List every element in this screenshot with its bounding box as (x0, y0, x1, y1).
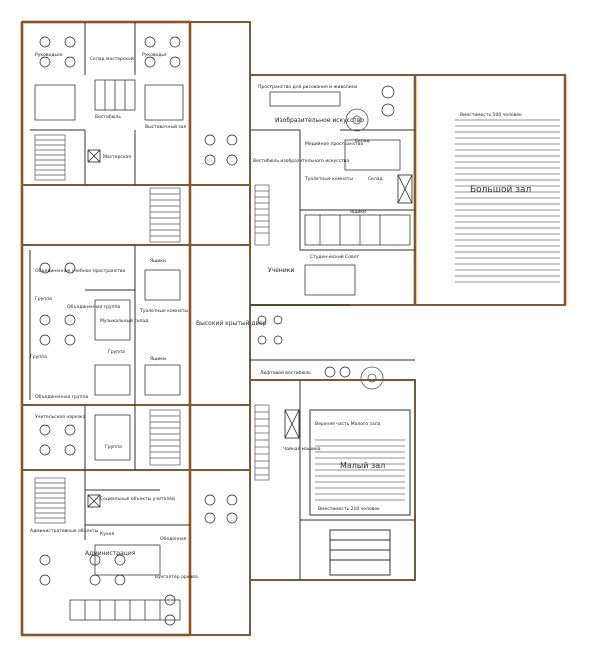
label-obedinennoe: Объединенное учебное пространство (35, 268, 126, 274)
label-yashchiki-3: Ящики (150, 356, 166, 362)
label-izobrazitelnoe: Изобразительное искусство (275, 117, 364, 124)
label-obedinennaya-gruppa-2: Объединенная группа (35, 394, 89, 400)
label-studencheskiy-sovet: Студенческий Совет (310, 253, 359, 260)
label-yashchiki-2: Ящики (150, 258, 166, 264)
label-muzykalny-sklad: Музыкальный склад (100, 317, 148, 324)
label-gruppa-3: Группа (30, 354, 47, 360)
label-vestibul-top: Вестибюль (95, 114, 121, 120)
label-sklad-1: Склад (355, 138, 370, 144)
label-administrativnye: Административные объекты (30, 528, 99, 534)
label-mediynaya: Медийное пространство (305, 140, 363, 147)
label-vysokiy-dvor: Высокий крытый двор (196, 320, 267, 327)
label-ucheniki: Ученики (268, 267, 294, 274)
label-bolshoy-zal: Большой зал (470, 185, 531, 195)
label-gruppa-2: Группа (108, 349, 125, 355)
structural-walls (21, 21, 566, 636)
label-prostranstvo: Пространство для рисования и живописи (258, 84, 357, 90)
spiral-stairs (345, 108, 384, 390)
label-vmestimost-malyy: Вместимость 210 человек (318, 506, 380, 512)
big-hall-seating (455, 119, 560, 283)
label-administraciya: Администрация (85, 550, 136, 557)
label-yashchiki-1: Ящики (350, 209, 366, 215)
elevators (87, 149, 413, 508)
label-obedennaya: Обеденная (160, 536, 187, 542)
stairs (34, 134, 270, 524)
label-malyy-zal: Малый зал (340, 461, 385, 470)
interior-walls (29, 22, 415, 580)
label-chainaya: Чайная машина (283, 445, 321, 452)
label-socialnye: Социальные объекты учителей (100, 495, 175, 502)
label-gruppa-1: Группа (35, 296, 52, 302)
label-sklad-2: Склад (368, 176, 383, 182)
label-verhnyaya-chast: Верхняя часть Малого зала (315, 421, 381, 427)
label-sklad-masterskoy: Склад мастерской (90, 55, 134, 62)
label-tualet-1: Туалетные комнаты (304, 176, 353, 182)
label-rukovedie-right: Руководье (142, 52, 167, 58)
room-labels: Руководьее Склад мастерской Руководье Ве… (30, 52, 531, 580)
label-bolshoy-lecture: Вместимость 500 человек (460, 112, 522, 118)
label-buhgalter: Бухгалтер архива (155, 574, 198, 580)
label-gruppa-4: Группа (105, 444, 122, 450)
label-kuhnya: Кухня (100, 531, 114, 537)
furniture-desks (34, 79, 411, 621)
furniture-tables (39, 36, 395, 626)
label-vystavochny-zal: Выставочный зал (145, 123, 187, 130)
label-rukovedie-left: Руководьее (35, 52, 63, 58)
label-liftovy-vestibul: Лифтовой вестибюль (260, 369, 311, 376)
small-hall-seating (315, 439, 405, 501)
label-obedinennaya-gruppa: Объединенная группа (67, 304, 121, 310)
label-tualet-2: Туалетные комнаты (139, 308, 188, 314)
label-uchitelskaya: Учительская нарезка (35, 414, 86, 420)
label-masterskaya: Мастерская (103, 154, 131, 160)
small-hall-stage (309, 409, 411, 576)
label-vestibul-iskusstva: Вестибюль изобразительного искусства (253, 158, 349, 164)
